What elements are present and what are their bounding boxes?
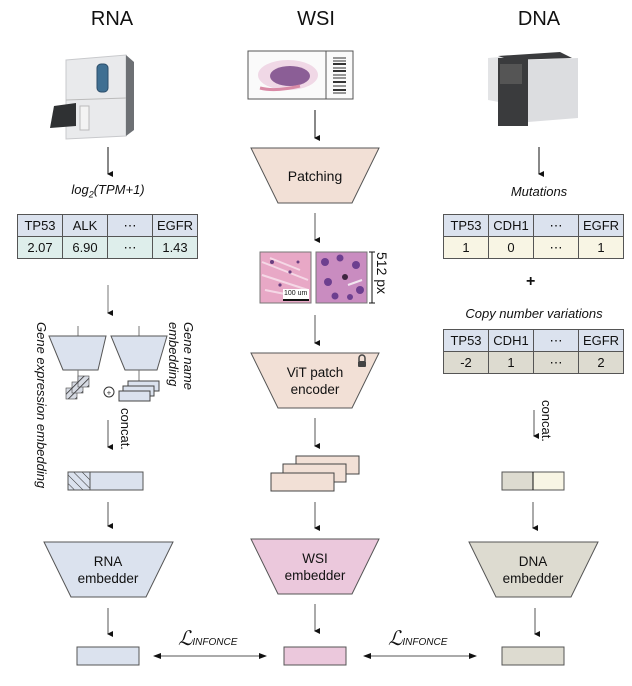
infonce-loss-label-left: ℒINFONCE — [178, 626, 238, 650]
rna-concat-embedding — [67, 471, 144, 491]
table-value-cell: 1 — [488, 351, 534, 374]
slide-image — [247, 50, 354, 100]
dna-concat-embedding — [501, 471, 565, 491]
gene-name-label: Gene name embedding — [166, 322, 196, 390]
table-value-cell: 2.07 — [17, 236, 63, 259]
table-value-cell: -2 — [443, 351, 489, 374]
table-header-cell: TP53 — [443, 214, 489, 237]
gene-expression-label: Gene expression embedding — [34, 322, 49, 489]
patch-size-label: 512 px — [374, 252, 390, 295]
wsi-title: WSI — [297, 8, 335, 30]
table-header-cell: ⋯ — [533, 329, 579, 352]
mutations-label: Mutations — [510, 184, 568, 199]
rna-concat-label: concat. — [118, 408, 133, 450]
table-value-cell: 1.43 — [152, 236, 198, 259]
table-header-cell: ALK — [62, 214, 108, 237]
svg-text:+: + — [107, 389, 112, 398]
infonce-loss-label-right: ℒINFONCE — [388, 626, 448, 650]
table-header-cell: ⋯ — [533, 214, 579, 237]
lock-icon — [358, 354, 366, 367]
table-value-cell: ⋯ — [533, 236, 579, 259]
rna-transform-label: log2(TPM+1) — [71, 182, 145, 200]
dna-title: DNA — [517, 8, 561, 30]
table-value-cell: 2 — [578, 351, 624, 374]
wsi-final-embedding — [283, 646, 347, 666]
table-value-cell: ⋯ — [533, 351, 579, 374]
wsi-embedder — [250, 538, 380, 595]
table-header-cell: CDH1 — [488, 329, 534, 352]
table-value-cell: ⋯ — [107, 236, 153, 259]
table-header-cell: ⋯ — [107, 214, 153, 237]
cnv-table: TP53 CDH1 ⋯ EGFR -2 1 ⋯ 2 — [443, 329, 624, 374]
table-header-cell: EGFR — [152, 214, 198, 237]
tissue-patches — [259, 251, 375, 304]
scale-bar-label: 100 um — [284, 290, 308, 297]
rna-final-embedding — [76, 646, 140, 666]
plus-sign: + — [526, 273, 536, 290]
dna-final-embedding — [501, 646, 565, 666]
mutations-table: TP53 CDH1 ⋯ EGFR 1 0 ⋯ 1 — [443, 214, 624, 259]
rna-sequencer-icon — [50, 54, 134, 140]
dna-embedder — [468, 541, 599, 598]
patch-embeddings — [270, 455, 360, 492]
patching-label: Patching — [287, 168, 343, 184]
rna-title: RNA — [90, 8, 134, 30]
table-header-cell: EGFR — [578, 329, 624, 352]
table-value-cell: 0 — [488, 236, 534, 259]
dna-concat-label: concat. — [539, 400, 554, 442]
patching-block — [250, 147, 380, 204]
rna-embedder — [43, 541, 174, 598]
plus-circle-icon — [103, 386, 115, 398]
dna-sequencer-icon — [488, 52, 578, 126]
table-value-cell: 1 — [578, 236, 624, 259]
gene-expression-encoder — [48, 326, 107, 400]
table-value-cell: 1 — [443, 236, 489, 259]
rna-expression-table: TP53 ALK ⋯ EGFR 2.07 6.90 ⋯ 1.43 — [17, 214, 198, 259]
table-header-cell: TP53 — [17, 214, 63, 237]
table-header-cell: CDH1 — [488, 214, 534, 237]
table-value-cell: 6.90 — [62, 236, 108, 259]
gene-name-encoder — [110, 326, 168, 402]
table-header-cell: EGFR — [578, 214, 624, 237]
cnv-label: Copy number variations — [465, 306, 603, 321]
table-header-cell: TP53 — [443, 329, 489, 352]
vit-patch-encoder — [250, 352, 380, 409]
